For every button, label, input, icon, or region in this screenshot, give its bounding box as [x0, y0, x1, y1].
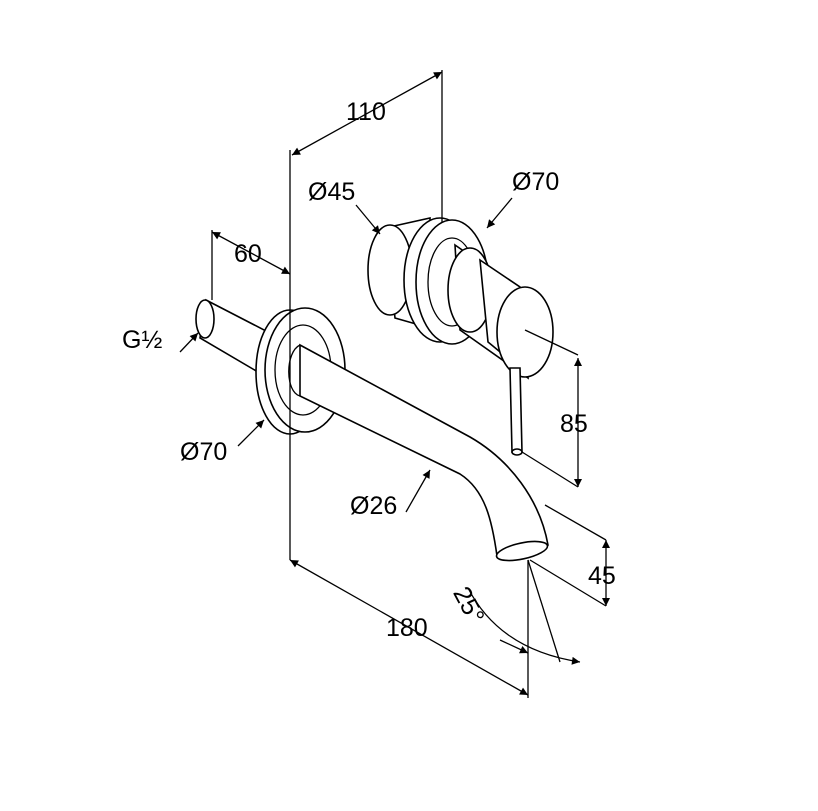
inlet-pipe	[195, 298, 269, 374]
dim-spout-projection: 180	[386, 614, 428, 642]
dim-mixer-plate-diameter: Ø70	[512, 168, 560, 196]
dim-mixer-rear-diameter: Ø45	[308, 178, 356, 206]
leader-lines	[179, 197, 513, 513]
dim-lever-height: 85	[560, 410, 588, 438]
dim-inlet-thread: G½	[122, 326, 163, 354]
spout	[288, 343, 549, 562]
dim-spout-plate-diameter: Ø70	[180, 438, 228, 466]
dimension-lines	[211, 71, 610, 696]
dim-inlet-length: 60	[234, 240, 262, 268]
dim-spout-diameter: Ø26	[350, 492, 398, 520]
dim-overall-depth: 110	[346, 98, 386, 126]
mixer-body	[367, 217, 554, 380]
dim-outlet-height: 45	[588, 562, 616, 590]
mixer-lever	[509, 367, 523, 456]
